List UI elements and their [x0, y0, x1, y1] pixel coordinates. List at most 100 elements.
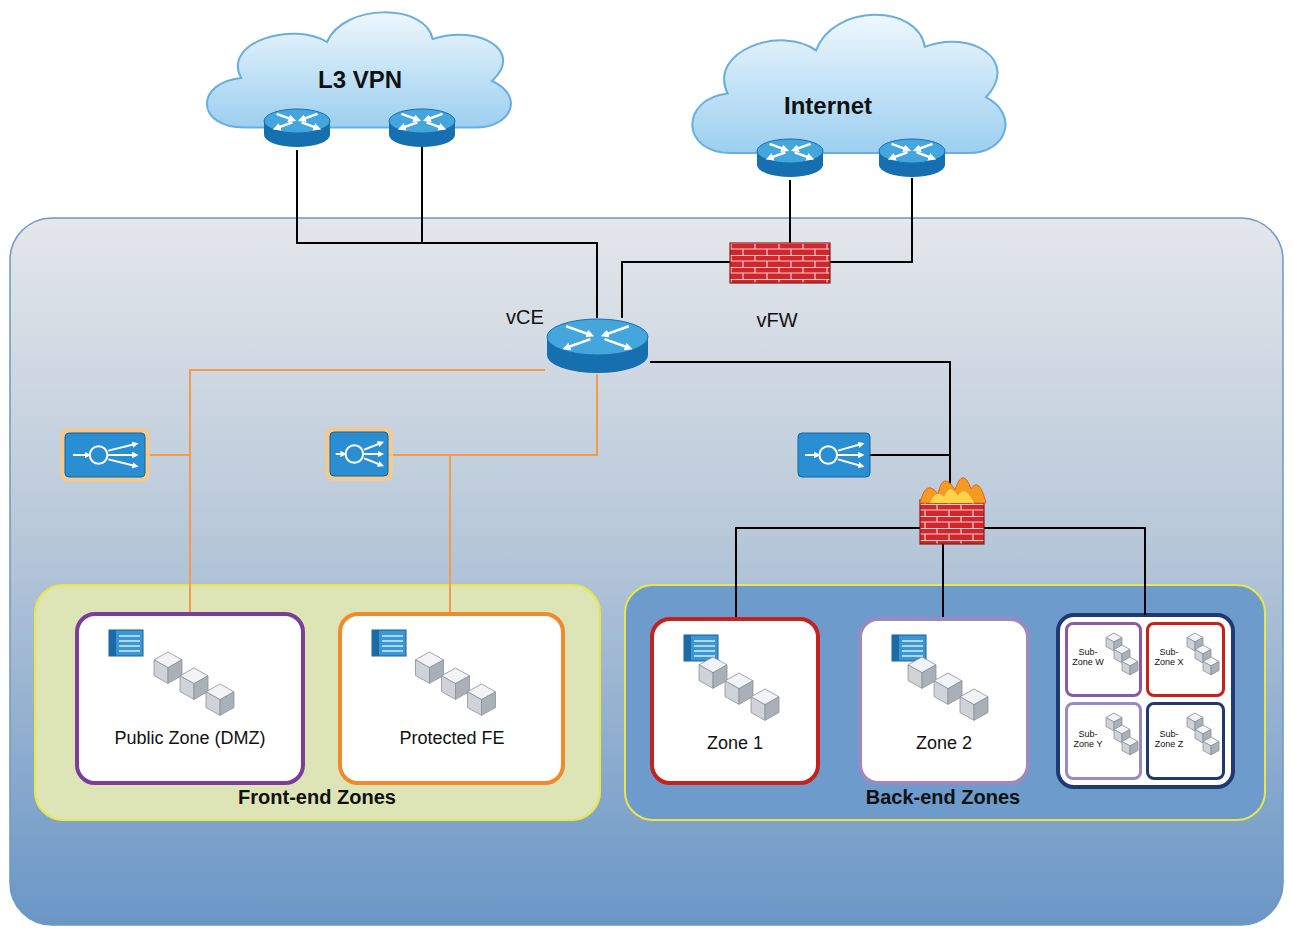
node-label: Zone 2	[916, 733, 972, 754]
node-label: Sub-Zone X	[1152, 647, 1186, 668]
node-decoration	[654, 621, 824, 789]
cube-face	[751, 697, 765, 721]
switch-line	[382, 650, 403, 651]
network-link	[190, 370, 545, 612]
router-arrow	[770, 144, 786, 150]
zone-band: Back-end ZonesZone 1Zone 2Sub-Zone WSub-…	[625, 585, 1265, 820]
router-icon	[389, 109, 455, 147]
cube-face	[1195, 649, 1203, 662]
icon-arrow	[73, 454, 88, 456]
node-label: Zone 1	[707, 733, 763, 754]
cube-face	[1114, 649, 1122, 662]
router-icon	[547, 319, 648, 373]
site-panel	[10, 218, 1283, 925]
zone-box: Zone 2	[858, 617, 1030, 785]
router-arrow	[770, 152, 786, 158]
vm-cube	[1122, 737, 1138, 755]
router-icon	[879, 139, 945, 177]
cube-face	[1106, 717, 1114, 730]
icon-arrow	[364, 453, 381, 455]
router-arrow	[277, 122, 293, 128]
router-arrow	[917, 144, 933, 150]
switch-line	[902, 655, 923, 656]
cube-face	[1130, 741, 1138, 754]
cube-face	[1114, 729, 1122, 742]
router-icon	[757, 139, 823, 177]
icon-body	[330, 432, 388, 476]
icon-arrow	[838, 444, 861, 451]
icon-circle	[819, 446, 837, 464]
node-label: Front-end Zones	[238, 786, 396, 809]
cube-face	[206, 692, 220, 716]
switch-body	[109, 630, 143, 656]
icon-body	[798, 433, 870, 477]
node-label: Sub-Zone Y	[1071, 729, 1105, 750]
node-decoration	[342, 616, 569, 789]
node-decoration	[862, 621, 1034, 789]
firewall-flame	[920, 478, 986, 503]
router-top	[757, 139, 823, 163]
cloud-shape	[207, 12, 511, 127]
icon-glow	[325, 427, 393, 481]
firewall-wall	[920, 500, 984, 544]
switch-body	[372, 630, 406, 656]
cube-face	[974, 697, 988, 721]
router-arrow	[427, 122, 443, 128]
router-arrow	[795, 144, 811, 150]
node-decoration	[545, 318, 650, 374]
firewall-wall	[730, 243, 830, 283]
zone-box: Zone 1	[650, 617, 820, 785]
icon-arrow	[108, 454, 135, 456]
switch-icon	[109, 630, 143, 656]
router-icon	[264, 109, 330, 147]
router-arrow	[302, 114, 318, 120]
vm-cube	[1203, 657, 1219, 675]
wire	[870, 454, 950, 456]
sub-zone-box: Sub-Zone X	[1146, 622, 1225, 697]
vm-cube	[1122, 657, 1138, 675]
zone-band: Front-end ZonesPublic Zone (DMZ)Protecte…	[35, 585, 600, 820]
cube-face	[1203, 741, 1211, 754]
router-arrow	[566, 326, 590, 335]
sub-zone-box: Sub-Zone Z	[1146, 702, 1225, 780]
cube-face	[1187, 637, 1195, 650]
network-link	[789, 180, 791, 243]
network-link	[650, 362, 950, 617]
switch-body	[892, 635, 926, 661]
router-arrow	[277, 114, 293, 120]
node-label: Protected FE	[399, 728, 504, 749]
vm-cube	[934, 673, 962, 704]
network-link	[622, 262, 730, 318]
network-link	[450, 374, 597, 612]
node-decoration	[79, 616, 309, 789]
cube-face	[180, 676, 194, 700]
zone-box: Protected FE	[338, 612, 565, 785]
cube-face	[1195, 729, 1203, 742]
icon-body	[65, 433, 145, 477]
switch-line	[119, 645, 140, 646]
icon-arrow	[364, 458, 381, 465]
switch-line	[902, 645, 923, 646]
switch-side	[109, 630, 116, 656]
cloud-node: Internet	[680, 0, 1020, 180]
cube-face	[1203, 661, 1211, 674]
router-top	[264, 109, 330, 133]
node-decoration	[730, 243, 830, 283]
vm-cube	[180, 668, 208, 699]
node-label: L3 VPN	[318, 66, 402, 94]
cube-face	[960, 697, 974, 721]
node-label: vCE	[506, 306, 544, 329]
wire	[145, 454, 190, 456]
icon-arrow	[838, 459, 861, 466]
cube-face	[1122, 661, 1130, 674]
zone-band-ground	[35, 585, 600, 820]
switch-line	[382, 645, 403, 646]
switch-icon	[372, 630, 406, 656]
cube-face	[442, 676, 456, 700]
switch-line	[382, 635, 403, 636]
switch-line	[902, 640, 923, 641]
switch-line	[694, 650, 715, 651]
sub-zone-box: Sub-Zone W	[1065, 622, 1142, 697]
icon-arrow	[336, 453, 344, 455]
